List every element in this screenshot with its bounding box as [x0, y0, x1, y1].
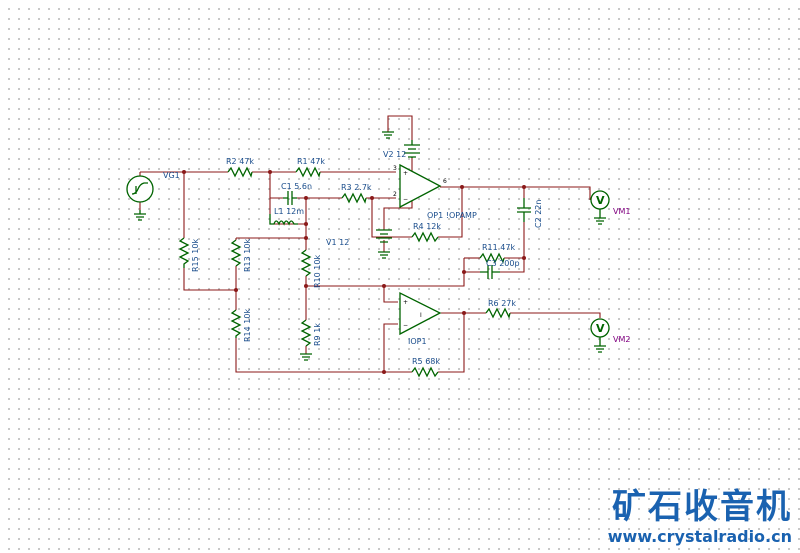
op1-pin-6: 6	[443, 178, 447, 185]
vm2-label: VM2	[613, 335, 630, 344]
svg-text:V: V	[596, 322, 605, 335]
r2-label: R2 47k	[226, 157, 254, 166]
iop1-plus-sign: +	[403, 299, 408, 306]
vm2-voltmeter-icon[interactable]: V	[590, 318, 610, 353]
r10-label: R10 10k	[313, 255, 322, 288]
r15-resistor-icon[interactable]	[178, 237, 190, 268]
op1-pin-2: 2	[393, 191, 397, 198]
v2-battery-icon[interactable]	[382, 131, 420, 158]
vg1-label: VG1	[163, 171, 180, 180]
iop1-minus-sign: −	[403, 322, 408, 329]
l1-label: L1 12m	[274, 207, 304, 216]
r9-label: R9 1k	[313, 323, 322, 346]
r3-label: R3 2.7k	[341, 183, 372, 192]
v2-label: V2 12	[383, 150, 406, 159]
r13-label: R13 10k	[243, 239, 252, 272]
op1-opamp-icon[interactable]: + −	[399, 163, 442, 209]
r3-resistor-icon[interactable]	[341, 192, 367, 204]
watermark-title: 矿石收音机	[612, 487, 792, 527]
v1-label: V1 12	[326, 238, 349, 247]
v1-battery-icon[interactable]	[376, 229, 392, 259]
svg-text:V: V	[596, 194, 605, 207]
c3-label: C3 200p	[486, 259, 520, 268]
wires	[139, 115, 601, 373]
c1-capacitor-icon[interactable]	[283, 191, 297, 205]
vm1-label: VM1	[613, 207, 630, 216]
c3-capacitor-icon[interactable]	[480, 265, 500, 279]
c2-label: C2 22n	[534, 200, 543, 228]
op1-label: OP1 !OPAMP	[427, 211, 477, 220]
r2-resistor-icon[interactable]	[227, 166, 253, 178]
junctions	[182, 170, 526, 374]
r5-resistor-icon[interactable]	[411, 366, 439, 378]
watermark: 矿石收音机 www.crystalradio.cn	[608, 487, 792, 547]
l1-inductor-icon[interactable]	[269, 214, 298, 226]
iop1-opamp-icon[interactable]: + − I	[399, 291, 442, 336]
iop1-ideal-symbol: I	[420, 312, 422, 319]
r1-label: R1 47k	[297, 157, 325, 166]
r9-resistor-icon[interactable]	[300, 319, 312, 361]
r4-label: R4 12k	[413, 222, 441, 231]
op1-minus-sign: −	[403, 196, 408, 203]
r15-label: R15 10k	[191, 239, 200, 272]
watermark-url: www.crystalradio.cn	[607, 527, 792, 546]
r5-label: R5 68k	[412, 357, 440, 366]
op1-plus-sign: +	[403, 170, 408, 177]
r10-resistor-icon[interactable]	[300, 249, 312, 277]
r6-resistor-icon[interactable]	[485, 307, 511, 319]
r14-resistor-icon[interactable]	[230, 309, 242, 338]
r14-label: R14 10k	[243, 309, 252, 342]
r6-label: R6 27k	[488, 299, 516, 308]
r4-resistor-icon[interactable]	[411, 231, 439, 243]
c2-capacitor-icon[interactable]	[517, 198, 531, 222]
r1-resistor-icon[interactable]	[295, 166, 321, 178]
vg1-source-icon[interactable]	[126, 175, 154, 221]
op1-pin-3: 3	[393, 165, 397, 172]
vm1-voltmeter-icon[interactable]: V	[590, 190, 610, 225]
r11-label: R11 47k	[482, 243, 515, 252]
iop1-label: IOP1	[408, 337, 427, 346]
r13-resistor-icon[interactable]	[230, 239, 242, 267]
c1-label: C1 5.6n	[281, 182, 312, 191]
r11-resistor-icon[interactable]	[479, 252, 505, 264]
